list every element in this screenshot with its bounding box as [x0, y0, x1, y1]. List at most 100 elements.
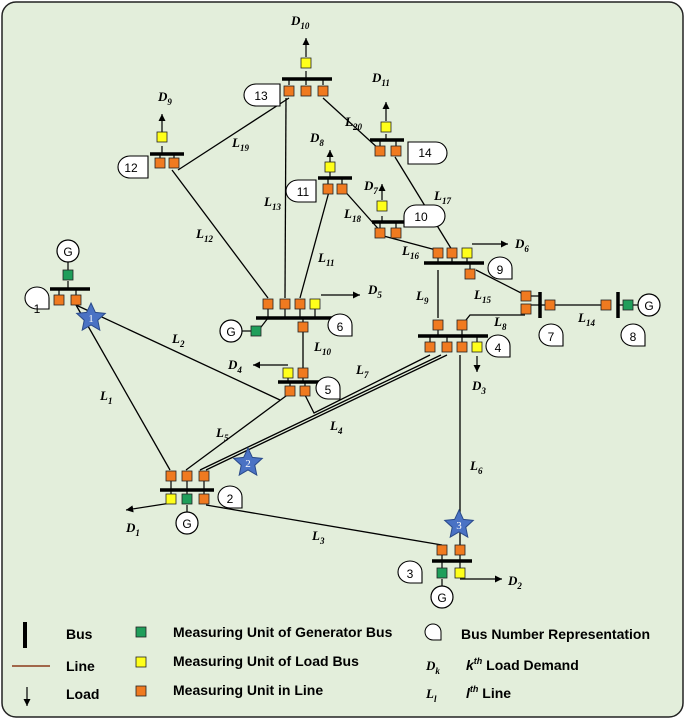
line-unit — [432, 319, 444, 331]
generator-label: G — [644, 299, 653, 313]
legend-line-label: Line — [66, 658, 95, 674]
line-L2 — [75, 304, 281, 401]
line-L3 — [205, 504, 443, 546]
line-unit — [168, 157, 180, 169]
line-unit — [262, 298, 274, 310]
line-label-L7: L7 — [355, 362, 369, 380]
svg-text:1: 1 — [88, 313, 94, 325]
bus-number-13: 13 — [243, 83, 281, 107]
line-label-L11: L11 — [317, 250, 334, 268]
load-label-D6: D6 — [514, 236, 529, 254]
legend-gen-unit-label: Measuring Unit of Generator Bus — [173, 624, 393, 640]
svg-text:14: 14 — [418, 146, 432, 160]
load-unit — [471, 341, 483, 353]
generator-group: G G G G G — [56, 239, 661, 609]
legend-load-unit-symbol — [135, 656, 147, 668]
legend-bus-label: Bus — [66, 626, 93, 642]
load-unit — [156, 131, 168, 143]
line-unit — [165, 470, 177, 482]
legend-line-symbol-text: Ll — [425, 686, 437, 704]
generator-unit — [181, 493, 193, 505]
line-unit — [317, 85, 329, 97]
line-L13 — [284, 97, 287, 299]
load-unit — [165, 493, 177, 505]
load-label-D10: D10 — [290, 13, 310, 31]
line-unit — [70, 294, 82, 306]
line-unit — [374, 145, 386, 157]
legend: Bus Line Load Measuring Unit of Generato… — [12, 622, 650, 706]
load-unit — [324, 161, 336, 173]
bus-number-11: 11 — [285, 179, 317, 203]
line-unit — [374, 227, 386, 239]
generator-label: G — [226, 325, 235, 339]
svg-text:2: 2 — [245, 458, 251, 470]
svg-text:13: 13 — [254, 89, 268, 103]
load-label-D9: D9 — [157, 89, 172, 107]
legend-gen-unit-symbol — [135, 626, 147, 638]
bus-bar-group — [50, 77, 620, 563]
line-L12 — [171, 169, 269, 299]
star-group: 1 2 3 — [75, 301, 475, 539]
line-label-L3: L3 — [311, 528, 325, 546]
generator-unit — [622, 299, 634, 311]
line-L19 — [177, 97, 290, 171]
generator-unit — [436, 567, 448, 579]
legend-line-unit-symbol — [135, 685, 147, 697]
line-unit — [436, 544, 448, 556]
load-unit — [380, 121, 392, 133]
line-unit — [456, 341, 468, 353]
line-unit — [464, 268, 476, 280]
line-unit — [300, 85, 312, 97]
load-unit — [376, 200, 388, 212]
bus-number-7: 7 — [538, 323, 564, 347]
line-L5 — [185, 392, 291, 471]
line-label-L15: L15 — [473, 287, 491, 305]
line-L1 — [75, 304, 171, 471]
svg-text:3: 3 — [456, 520, 462, 532]
line-unit — [284, 385, 296, 397]
line-label-L19: L19 — [231, 135, 249, 153]
legend-demand-label: kth Load Demand — [466, 656, 579, 673]
line-label-L8: L8 — [493, 314, 507, 332]
line-label-L12: L12 — [195, 226, 213, 244]
line-unit — [454, 544, 466, 556]
load-label-D4: D4 — [227, 357, 242, 375]
load-label-D8: D8 — [309, 130, 324, 148]
line-label-L13: L13 — [263, 194, 281, 212]
line-label-L14: L14 — [577, 310, 595, 328]
line-label-L17: L17 — [433, 188, 451, 206]
svg-text:4: 4 — [495, 341, 502, 355]
line-L16 — [379, 234, 437, 251]
line-label-L5: L5 — [215, 425, 229, 443]
line-unit — [390, 145, 402, 157]
svg-text:5: 5 — [325, 383, 332, 397]
line-unit — [432, 247, 444, 259]
load-label-group: D1 D2 D3 D4 D5 D6 D7 D8 D9 D10 D11 — [125, 13, 529, 591]
load-unit — [454, 567, 466, 579]
generator-label: G — [63, 245, 72, 259]
line-unit — [198, 470, 210, 482]
load-label-D3: D3 — [471, 378, 486, 396]
line-L4b — [199, 354, 442, 471]
line-unit — [520, 290, 532, 302]
line-unit — [297, 367, 309, 379]
line-unit — [424, 341, 436, 353]
line-unit — [299, 385, 311, 397]
line-group — [75, 97, 607, 546]
line-unit — [294, 298, 306, 310]
line-unit — [283, 85, 295, 97]
line-unit — [600, 299, 612, 311]
line-label-L6: L6 — [469, 458, 483, 476]
generator-bus-1: G — [56, 239, 80, 270]
line-unit — [154, 157, 166, 169]
star-marker-1: 1 — [75, 301, 107, 332]
bus-number-10: 10 — [403, 204, 446, 228]
generator-bus-3: G — [430, 579, 454, 609]
bus-number-3: 3 — [397, 560, 423, 584]
line-label-L18: L18 — [343, 206, 361, 224]
generator-bus-8: G — [633, 293, 661, 317]
line-unit — [446, 247, 458, 259]
bus-number-1: 1 — [24, 286, 50, 316]
